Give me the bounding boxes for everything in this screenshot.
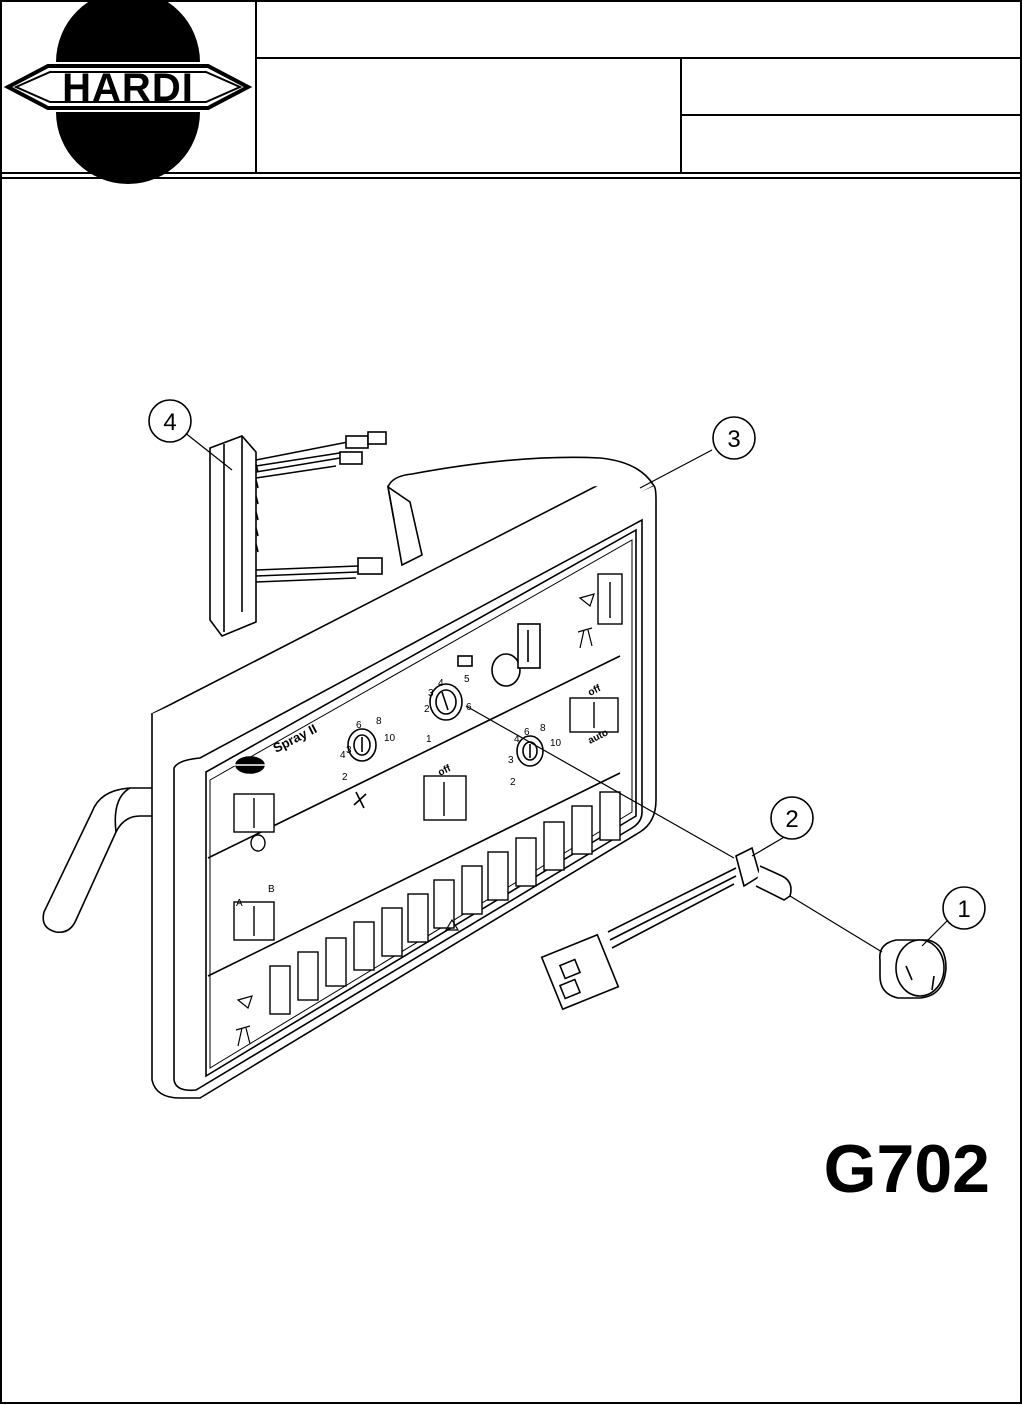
dial-center-6: 6	[466, 702, 472, 713]
section-switches-lower	[269, 937, 347, 1015]
dial-right-2: 2	[510, 777, 516, 788]
dial-right-6: 6	[524, 727, 530, 738]
title-block	[1, 1, 1021, 179]
callout-1-circle	[942, 886, 986, 930]
dial-left-4: 4	[340, 750, 346, 761]
dial-left-10: 10	[384, 733, 396, 744]
wiring-connector	[209, 431, 387, 637]
callout-4: 4	[163, 409, 176, 436]
callout-4-circle	[148, 399, 192, 443]
mounting-bracket	[42, 787, 152, 934]
callouts	[148, 399, 986, 930]
drawing-code: G702	[824, 1131, 990, 1207]
dial-right-4: 4	[514, 734, 520, 745]
callout-2-circle	[770, 796, 814, 840]
switch-windows	[233, 573, 623, 941]
dial-left-6: 6	[356, 720, 362, 731]
switch-off-center: off	[436, 763, 453, 779]
callout-1: 1	[957, 896, 970, 923]
pressure-dial-left	[347, 728, 377, 809]
dial-center-3: 3	[428, 688, 434, 699]
switch-B: B	[268, 884, 275, 895]
logo-text: HARDI	[62, 66, 194, 110]
dial-center-5: 5	[464, 674, 470, 685]
dial-center-1: 1	[426, 734, 432, 745]
pressure-dial-center	[429, 623, 541, 721]
dial-left-8: 8	[376, 716, 382, 727]
switch-off-right: off	[586, 683, 603, 699]
dial-left-2: 2	[342, 772, 348, 783]
control-unit-drawing: Spray II	[42, 399, 986, 1099]
dial-right-10: 10	[550, 738, 562, 749]
leader-lines	[183, 431, 949, 953]
dial-center-4: 4	[438, 678, 444, 689]
callout-3-circle	[712, 416, 756, 460]
dial-center-2: 2	[424, 704, 430, 715]
callout-3: 3	[727, 426, 740, 453]
hardi-logo: HARDI	[3, 0, 253, 184]
dial-left-3: 3	[346, 745, 352, 756]
section-switches-upper	[353, 791, 621, 971]
pictograms	[235, 593, 595, 1047]
callout-2: 2	[785, 806, 798, 833]
knob	[879, 939, 947, 999]
dial-right-8: 8	[540, 723, 546, 734]
potentiometer-assembly	[540, 846, 792, 1011]
switch-A: A	[236, 898, 243, 909]
dial-right-3: 3	[508, 755, 514, 766]
pressure-dial-right	[516, 735, 544, 767]
